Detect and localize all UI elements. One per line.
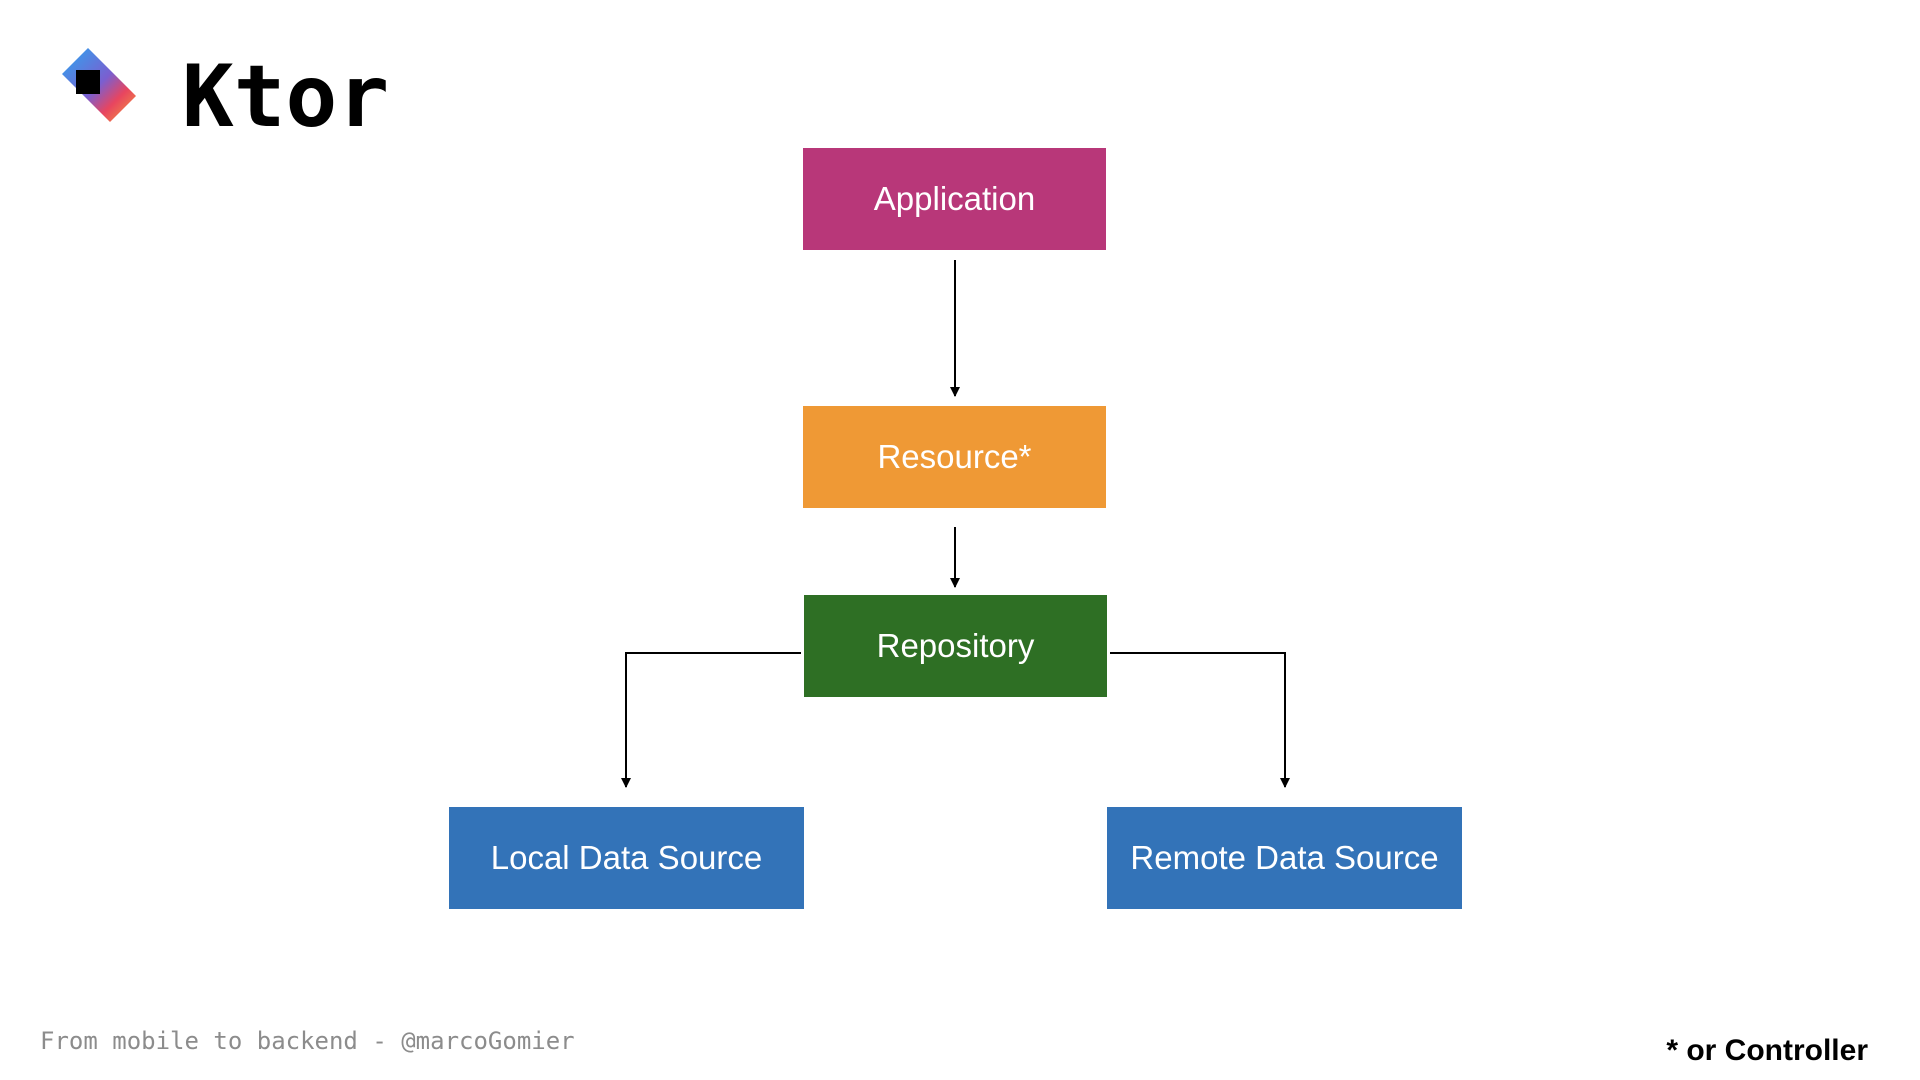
node-local-data-source-label: Local Data Source xyxy=(490,839,763,876)
arrow-repository-to-local xyxy=(621,652,801,788)
node-repository-label: Repository xyxy=(876,627,1035,664)
node-resource: Resource* xyxy=(803,406,1106,508)
node-application-label: Application xyxy=(873,180,1036,217)
arrow-repository-to-remote xyxy=(1110,652,1290,788)
footnote: * or Controller xyxy=(1666,1034,1868,1067)
node-local-data-source: Local Data Source xyxy=(449,807,804,909)
node-application: Application xyxy=(803,148,1106,250)
page-title: Ktor xyxy=(182,47,390,147)
node-resource-label: Resource* xyxy=(877,438,1032,475)
node-remote-data-source: Remote Data Source xyxy=(1107,807,1462,909)
ktor-logo-icon xyxy=(62,48,136,122)
node-remote-data-source-label: Remote Data Source xyxy=(1130,839,1439,876)
node-repository: Repository xyxy=(804,595,1107,697)
footer-caption: From mobile to backend - @marcoGomier xyxy=(40,1027,575,1055)
